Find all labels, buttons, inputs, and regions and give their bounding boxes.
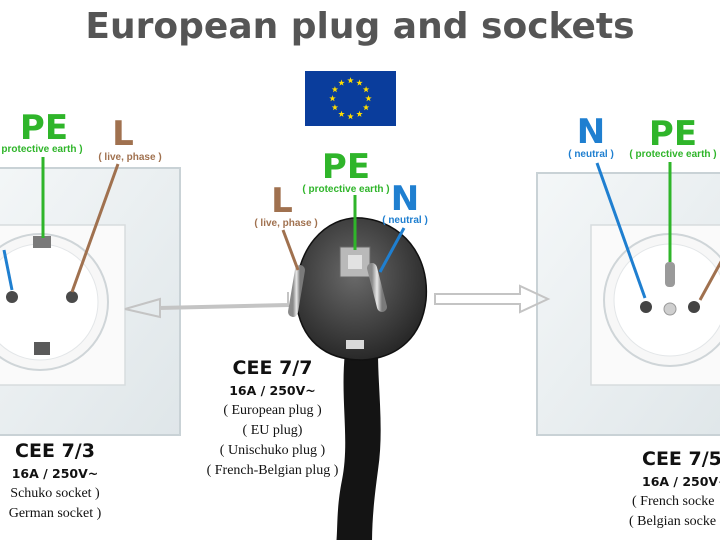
right-n-desc: ( neutral ) (568, 149, 614, 160)
plug: PE ( protective earth ) L ( live, phase … (254, 147, 428, 540)
plug-n-pointer (378, 227, 406, 273)
right-socket-line-2: ( Belgian socke (629, 514, 717, 529)
plug-line-2: ( EU plug) (242, 423, 303, 438)
left-socket-hole-n (6, 291, 18, 303)
plug-pe-letter: PE (322, 147, 370, 187)
plug-pe-desc: ( protective earth ) (302, 184, 389, 195)
right-socket-name: CEE 7/5 (642, 448, 720, 470)
right-socket: N ( neutral ) PE ( protective earth ) (536, 112, 720, 436)
left-pe-desc: protective earth ) (1, 144, 82, 155)
plug-rating: 16A / 250V~ (229, 383, 316, 398)
plug-pin-n (367, 263, 387, 312)
left-socket-name: CEE 7/3 (15, 440, 95, 462)
plug-l-pointer (281, 229, 300, 271)
left-socket: PE protective earth ) L ( live, phase ) (0, 108, 181, 436)
plug-cable (336, 352, 381, 540)
left-l-pointer (70, 163, 120, 293)
eu-star (331, 86, 339, 93)
left-socket-rating: 16A / 250V~ (11, 466, 99, 481)
left-l-letter: L (112, 114, 134, 154)
right-n-pointer (595, 162, 647, 299)
eu-star (362, 86, 370, 93)
right-socket-earth-pin (665, 262, 675, 287)
right-pe-letter: PE (649, 114, 697, 154)
right-socket-face (613, 243, 720, 357)
left-socket-earth-clip-top (33, 236, 51, 248)
plug-l-letter: L (271, 181, 293, 221)
eu-star (365, 95, 372, 102)
left-socket-line-2: German socket ) (8, 506, 102, 521)
plug-name: CEE 7/7 (232, 357, 313, 379)
right-socket-rating: 16A / 250V~ (642, 474, 720, 489)
plug-line-4: ( French-Belgian plug ) (206, 463, 339, 478)
eu-star (356, 79, 363, 86)
arrow-right (434, 284, 551, 314)
eu-flag-stars (329, 77, 372, 120)
right-socket-screw (663, 302, 677, 316)
eu-star (338, 79, 345, 86)
plug-earth-contact-inner (348, 255, 362, 269)
plug-body (295, 217, 428, 361)
eu-flag-icon (305, 71, 396, 126)
plug-caption: CEE 7/7 16A / 250V~ ( European plug ) ( … (185, 355, 360, 481)
left-socket-caption: CEE 7/3 16A / 250V~ Schuko socket ) Germ… (0, 438, 110, 524)
right-socket-caption: CEE 7/5 16A / 250V~ ( French socke ( Bel… (626, 446, 720, 532)
eu-star (362, 104, 370, 111)
eu-star (338, 110, 345, 117)
arrow-left (124, 292, 289, 319)
left-socket-line-1: Schuko socket ) (10, 486, 100, 501)
right-pe-desc: ( protective earth ) (629, 149, 716, 160)
plug-n-letter: N (391, 179, 419, 219)
arrow-right-shape (434, 284, 551, 314)
eu-star (356, 110, 363, 117)
eu-star (329, 95, 336, 102)
page-title: European plug and sockets (85, 6, 635, 47)
left-n-pointer (2, 249, 14, 291)
right-n-letter: N (577, 112, 605, 152)
eu-star (347, 113, 354, 120)
right-socket-line-1: ( French socke (632, 494, 715, 509)
plug-n-desc: ( neutral ) (382, 215, 428, 226)
plug-line-1: ( European plug ) (223, 403, 322, 418)
plug-pin-l (288, 265, 305, 317)
right-l-pointer (698, 260, 720, 301)
plug-bottom-clip (346, 340, 364, 349)
right-socket-hole-l (688, 301, 700, 313)
left-socket-hole-l (66, 291, 78, 303)
right-socket-hole-n (640, 301, 652, 313)
plug-l-desc: ( live, phase ) (254, 218, 317, 229)
arrow-left-shape (124, 292, 289, 319)
left-l-desc: ( live, phase ) (98, 152, 161, 163)
plug-line-3: ( Unischuko plug ) (219, 443, 326, 458)
eu-star (347, 77, 354, 84)
left-socket-earth-clip-bottom (34, 342, 50, 355)
eu-star (331, 104, 339, 111)
left-pe-letter: PE (20, 108, 68, 148)
